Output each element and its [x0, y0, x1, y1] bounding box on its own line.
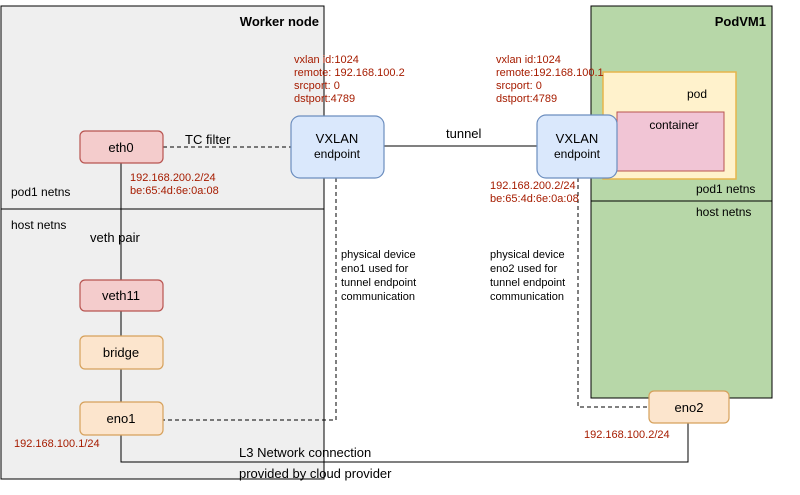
l3-network-link: [120, 423, 689, 463]
veth-pair-label: veth pair: [90, 230, 141, 245]
podvm-pod-netns-label: pod1 netns: [696, 182, 755, 196]
podvm-title: PodVM1: [715, 14, 766, 29]
l3-label-line1: L3 Network connection: [239, 445, 371, 460]
worker-pod-netns-label: pod1 netns: [11, 185, 70, 199]
eno1-phys-note-3: tunnel endpoint: [341, 277, 416, 289]
podvm-vxlan-mac: be:65:4d:6e:0a:08: [490, 193, 579, 205]
worker-node-title: Worker node: [240, 14, 319, 29]
eth0-ip: 192.168.200.2/24: [130, 172, 216, 184]
eth0-mac: be:65:4d:6e:0a:08: [130, 185, 219, 197]
podvm-vxlan-ip: 192.168.200.2/24: [490, 180, 576, 192]
worker-vxlan-dstport: dstport:4789: [294, 93, 355, 105]
eno2-label: eno2: [675, 400, 704, 415]
eno1-phys-note-2: eno1 used for: [341, 263, 409, 275]
pod-label: pod: [687, 87, 707, 101]
eno2-phys-note-2: eno2 used for: [490, 263, 558, 275]
eno1-phys-note-1: physical device: [341, 249, 416, 261]
eno1-label: eno1: [107, 411, 136, 426]
eno2-phys-note-1: physical device: [490, 249, 565, 261]
container-box: [616, 111, 725, 172]
veth11-label: veth11: [102, 288, 140, 303]
podvm-region: [590, 5, 773, 399]
eth0-box: [79, 130, 164, 164]
veth11-box: [79, 279, 164, 312]
podvm-vxlan-id: vxlan id:1024: [496, 54, 561, 66]
podvm-vxlan-endpoint: [536, 114, 618, 179]
worker-vxlan-label: VXLAN: [316, 131, 359, 146]
eno1-ip: 192.168.100.1/24: [14, 438, 100, 450]
l3-label-line2: provided by cloud provider: [239, 466, 392, 481]
podvm-vxlan-label2: endpoint: [554, 147, 601, 161]
eno1-vxlan-dashed-link: [163, 178, 337, 421]
worker-vxlan-label2: endpoint: [314, 147, 361, 161]
eno1-phys-note-4: communication: [341, 291, 415, 303]
eno2-ip: 192.168.100.2/24: [584, 429, 670, 441]
worker-node-region: [0, 5, 325, 480]
podvm-vxlan-srcport: srcport: 0: [496, 80, 542, 92]
podvm-vxlan-label: VXLAN: [556, 131, 599, 146]
eth0-label: eth0: [108, 140, 133, 155]
tc-filter-label: TC filter: [185, 132, 231, 147]
eno2-box: [648, 390, 730, 424]
eno1-box: [79, 401, 164, 436]
bridge-box: [79, 335, 164, 370]
worker-vxlan-remote: remote: 192.168.100.2: [294, 67, 405, 79]
worker-host-netns-label: host netns: [11, 218, 66, 232]
worker-vxlan-srcport: srcport: 0: [294, 80, 340, 92]
container-label: container: [649, 118, 698, 132]
bridge-label: bridge: [103, 345, 139, 360]
worker-vxlan-id: vxlan id:1024: [294, 54, 359, 66]
eno2-vxlan-dashed-link: [577, 178, 649, 408]
podvm-vxlan-remote: remote:192.168.100.1: [496, 67, 604, 79]
eno2-phys-note-4: communication: [490, 291, 564, 303]
podvm-host-netns-label: host netns: [696, 205, 751, 219]
worker-vxlan-endpoint: [290, 115, 385, 179]
eno2-phys-note-3: tunnel endpoint: [490, 277, 565, 289]
podvm-vxlan-dstport: dstport:4789: [496, 93, 557, 105]
tunnel-label: tunnel: [446, 126, 482, 141]
